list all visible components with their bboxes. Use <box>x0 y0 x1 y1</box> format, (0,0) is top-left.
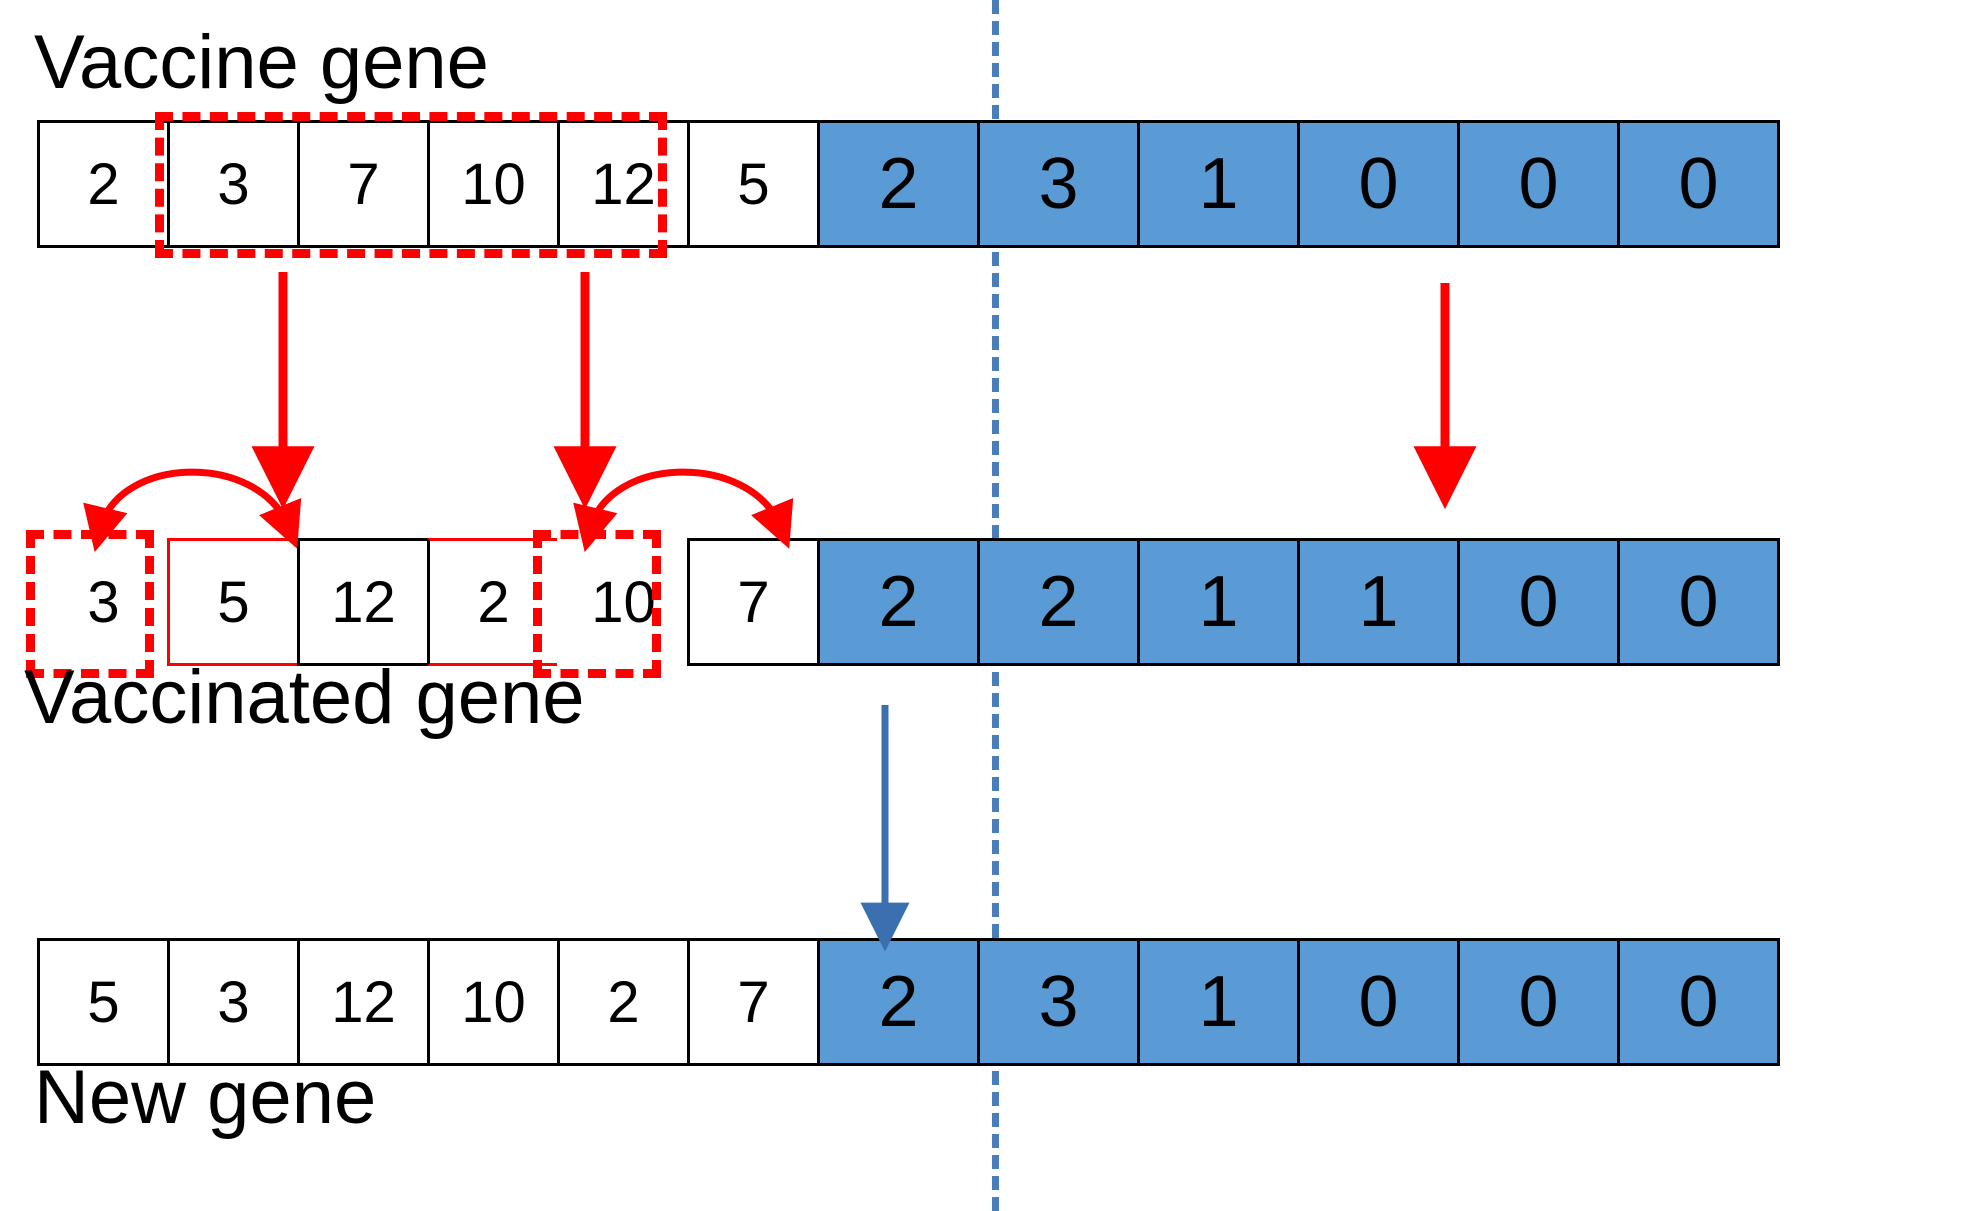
new-blue-cell-5: 0 <box>1617 938 1780 1066</box>
vaccinated-blue-cell-1: 2 <box>977 538 1140 666</box>
vaccinated-cell-0: 3 <box>37 538 170 666</box>
vaccinated-cell-1: 5 <box>167 538 300 666</box>
vaccine-blue-cell-0: 2 <box>817 120 980 248</box>
vaccine-blue-cell-1: 3 <box>977 120 1140 248</box>
vaccine-cell-0: 2 <box>37 120 170 248</box>
new-blue-cell-3: 0 <box>1297 938 1460 1066</box>
new-blue-cell-0: 2 <box>817 938 980 1066</box>
vaccinated-blue-cell-3: 1 <box>1297 538 1460 666</box>
vaccine-cell-5: 5 <box>687 120 820 248</box>
vaccine-cell-1: 3 <box>167 120 300 248</box>
vaccinated-gene-strip: 3 5 12 2 10 7 2 2 1 1 0 0 <box>37 538 1780 666</box>
vaccinated-blue-cell-4: 0 <box>1457 538 1620 666</box>
vaccine-gene-label: Vaccine gene <box>34 20 489 105</box>
vaccine-cell-4: 12 <box>557 120 690 248</box>
vaccinated-blue-cell-0: 2 <box>817 538 980 666</box>
new-cell-4: 2 <box>557 938 690 1066</box>
red-swap-arrow-left-icon <box>83 468 302 553</box>
new-blue-cell-1: 3 <box>977 938 1140 1066</box>
new-blue-cell-2: 1 <box>1137 938 1300 1066</box>
vaccinated-cell-3: 2 <box>427 538 560 666</box>
vaccinated-blue-cell-5: 0 <box>1617 538 1780 666</box>
vaccinated-gene-label: Vaccinated gene <box>24 655 585 740</box>
new-cell-1: 3 <box>167 938 300 1066</box>
vaccine-gene-strip: 2 3 7 10 12 5 2 3 1 0 0 0 <box>37 120 1780 248</box>
new-blue-cell-4: 0 <box>1457 938 1620 1066</box>
new-cell-2: 12 <box>297 938 430 1066</box>
vaccinated-cell-5: 7 <box>687 538 820 666</box>
vaccine-blue-cell-2: 1 <box>1137 120 1300 248</box>
new-cell-3: 10 <box>427 938 560 1066</box>
vaccine-blue-cell-3: 0 <box>1297 120 1460 248</box>
vaccinated-cell-4: 10 <box>557 538 690 666</box>
vaccinated-blue-cell-2: 1 <box>1137 538 1300 666</box>
vaccine-cell-2: 7 <box>297 120 430 248</box>
new-gene-label: New gene <box>34 1055 377 1140</box>
vaccine-blue-cell-5: 0 <box>1617 120 1780 248</box>
red-swap-arrow-right-icon <box>573 468 794 553</box>
vaccine-cell-3: 10 <box>427 120 560 248</box>
vaccinated-cell-2: 12 <box>297 538 430 666</box>
new-cell-5: 7 <box>687 938 820 1066</box>
new-cell-0: 5 <box>37 938 170 1066</box>
vaccine-blue-cell-4: 0 <box>1457 120 1620 248</box>
new-gene-strip: 5 3 12 10 2 7 2 3 1 0 0 0 <box>37 938 1780 1066</box>
